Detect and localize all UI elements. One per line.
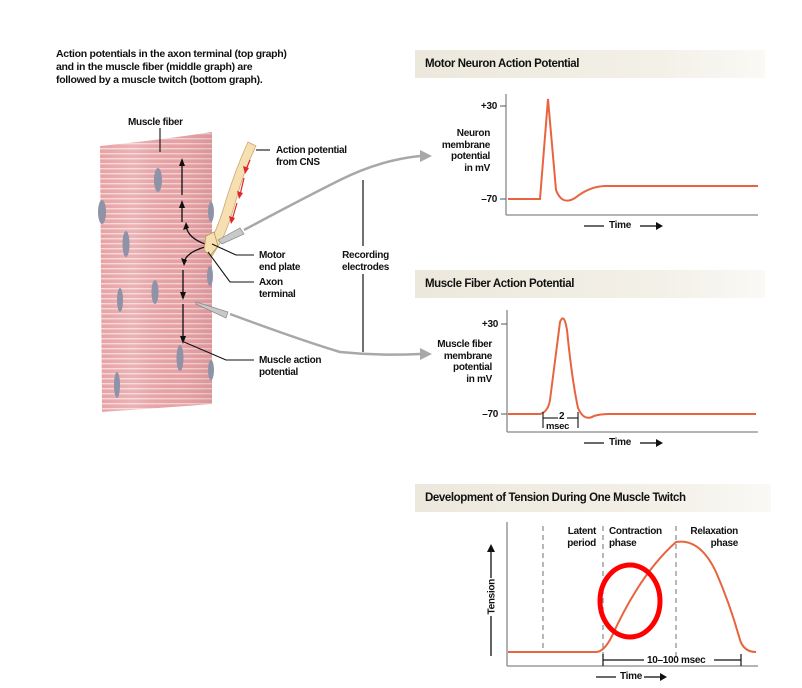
twitch-duration-bracket <box>602 654 742 666</box>
twitch-panel-title: Development of Tension During One Muscle… <box>415 484 771 512</box>
label-recording-electrodes: Recording electrodes <box>342 250 390 273</box>
label-muscle-fiber: Muscle fiber <box>128 117 183 128</box>
leader-lines <box>159 128 270 361</box>
muscle-duration-value: 2 <box>559 411 565 422</box>
neuron-tick-top: +30 <box>480 101 497 112</box>
label-motor-end-plate: Motor end plate <box>259 250 301 273</box>
recording-electrodes <box>195 150 432 360</box>
caption-line: and in the muscle fiber (middle graph) a… <box>56 61 253 73</box>
label-relaxation-phase: Relaxation phase <box>690 526 738 549</box>
neuron-tick-bottom: –70 <box>481 194 497 205</box>
muscle-tick-bottom: –70 <box>482 409 498 420</box>
muscle-panel-title: Muscle Fiber Action Potential <box>415 270 765 298</box>
label-axon-terminal: Axon terminal <box>259 277 296 300</box>
label-muscle-action-potential: Muscle action potential <box>259 355 322 378</box>
muscle-chart <box>501 310 758 447</box>
caption-line: followed by a muscle twitch (bottom grap… <box>56 74 263 86</box>
muscle-xlabel: Time <box>609 437 631 448</box>
duration-bracket <box>542 412 579 428</box>
neuron-ylabel: Neuron membrane potential in mV <box>441 128 490 174</box>
nucleus-icons <box>98 168 214 398</box>
muscle-duration-unit: msec <box>546 421 570 432</box>
neuron-chart <box>500 94 758 230</box>
figure-caption: Action potentials in the axon terminal (… <box>56 48 356 87</box>
twitch-duration: 10–100 msec <box>647 655 706 666</box>
highlight-circle <box>597 562 663 640</box>
muscle-fiber <box>98 132 214 412</box>
label-action-potential-cns: Action potential from CNS <box>276 145 347 168</box>
twitch-ylabel: Tension <box>486 579 498 615</box>
axon <box>203 141 257 257</box>
label-latent-period: Latent period <box>567 526 596 549</box>
muscle-tick-top: +30 <box>481 319 498 330</box>
neuron-trace <box>508 98 758 202</box>
axon-terminal <box>203 231 219 257</box>
muscle-trace <box>508 317 756 419</box>
muscle-ylabel: Muscle fiber membrane potential in mV <box>437 339 492 385</box>
neuron-panel-title: Motor Neuron Action Potential <box>415 50 765 78</box>
neuron-xlabel: Time <box>609 220 631 231</box>
label-contraction-phase: Contraction phase <box>609 526 662 549</box>
caption-line: Action potentials in the axon terminal (… <box>56 48 287 60</box>
twitch-xlabel: Time <box>620 671 642 682</box>
twitch-chart <box>487 522 758 681</box>
tension-curve <box>508 540 757 653</box>
